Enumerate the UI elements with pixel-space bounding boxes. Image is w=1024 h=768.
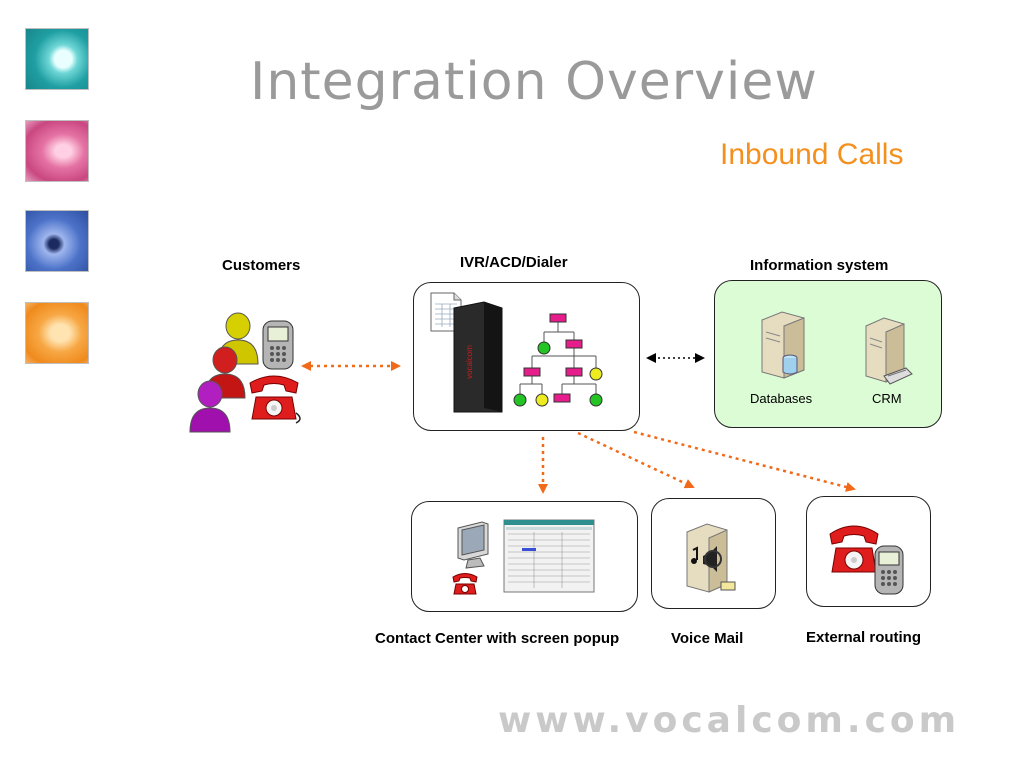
external-red-telephone-icon: [829, 525, 879, 573]
lips-tile: [25, 120, 89, 182]
external-routing-label: External routing: [806, 629, 922, 646]
external-mobile-phone-icon: [874, 545, 904, 595]
desk-telephone-icon: [452, 573, 478, 595]
eye-tile: [25, 210, 89, 272]
mobile-phone-icon: [262, 320, 294, 370]
database-server-icon: [761, 311, 805, 379]
slide-subtitle: Inbound Calls: [720, 138, 904, 171]
server-rack-icon: vocalcom: [453, 301, 503, 413]
red-telephone-icon: [249, 375, 301, 424]
info-system-label: Information system: [750, 257, 889, 274]
crm-label: CRM: [872, 391, 902, 406]
ivr-external-routing-arrow: [633, 430, 856, 492]
hand-tile: [25, 302, 89, 364]
contact-center-label: Contact Center with screen popup: [375, 630, 620, 647]
footer-url[interactable]: www.vocalcom.com: [498, 700, 961, 741]
slide-title: Integration Overview: [250, 52, 818, 112]
monitor-icon: [457, 521, 489, 569]
screen-popup-form-icon[interactable]: [503, 519, 595, 593]
customers-people-icon: [189, 312, 259, 433]
customers-label: Customers: [222, 257, 301, 274]
voice-mail-label: Voice Mail: [671, 630, 744, 647]
ivr-voice-mail-arrow: [577, 431, 695, 489]
call-flow-tree-icon: [513, 313, 603, 407]
databases-label: Databases: [750, 391, 813, 406]
ivr-label: IVR/ACD/Dialer: [460, 254, 568, 271]
teal-swirl-tile: [25, 28, 89, 90]
voice-mail-server-icon: [686, 523, 736, 593]
crm-server-icon: [865, 317, 913, 385]
server-brand-text: vocalcom: [465, 345, 474, 379]
